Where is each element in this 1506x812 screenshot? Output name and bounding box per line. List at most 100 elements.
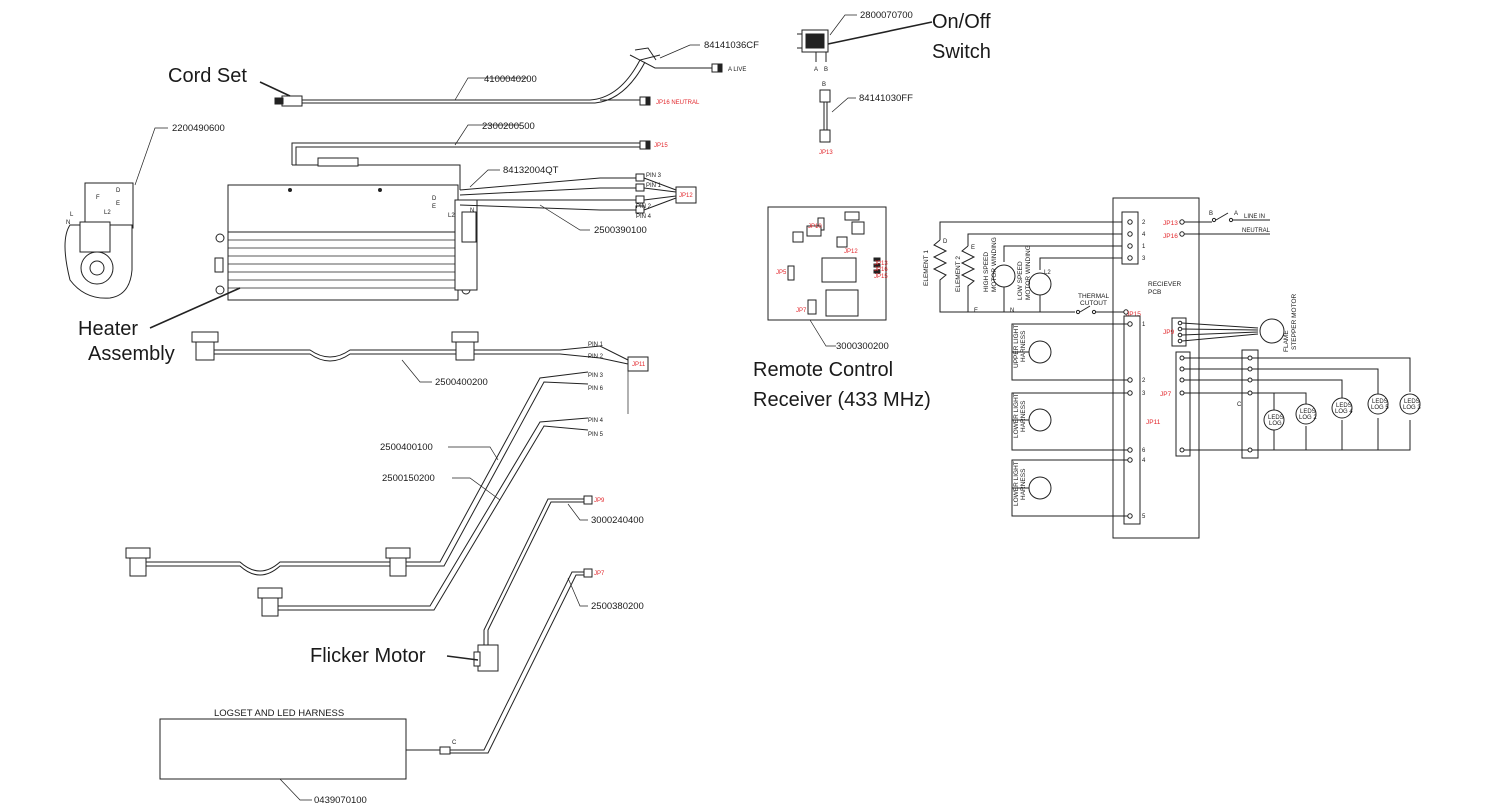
tag-c-logset: C: [452, 740, 457, 746]
sch-switch-a: A: [1234, 211, 1238, 217]
sch-tag-n: N: [1010, 308, 1014, 314]
lh-pin4: PIN 4: [588, 418, 604, 424]
heater-tag-l2: L2: [448, 213, 455, 219]
part-0439070100: 0439070100: [314, 795, 367, 806]
part-2500400100: 2500400100: [380, 442, 433, 453]
sch-tag-d: D: [943, 239, 948, 245]
tag-jp16-neutral: JP16 NEUTRAL: [656, 100, 700, 106]
heater-pin1: PIN 1: [646, 183, 662, 189]
cord-set: Cord Set 4100040200 84141036CF A LIVE JP…: [168, 40, 759, 107]
sch-thermal: THERMAL: [1078, 293, 1109, 300]
sch-log2: LOG 2: [1299, 415, 1317, 421]
sch-flame: FLAME: [1283, 330, 1290, 352]
sch-log5: LOG 5: [1371, 405, 1389, 411]
sch-jp13: JP13: [1163, 220, 1178, 227]
tag-n: N: [66, 220, 70, 226]
tag-l2: L2: [104, 210, 111, 216]
part-2500380200: 2500380200: [591, 601, 644, 612]
sch-jp11: JP11: [1146, 419, 1161, 426]
flicker-motor-harness: JP9 3000240400 Flicker Motor: [310, 495, 644, 672]
part-2500150200: 2500150200: [382, 473, 435, 484]
sch-leds-3: LEDS: [1336, 403, 1352, 409]
sch-stepper: STEPPER MOTOR: [1291, 293, 1298, 350]
part-84141030FF: 84141030FF: [859, 93, 913, 104]
tag-e: E: [116, 201, 120, 207]
tag-f: F: [96, 195, 100, 201]
sch-leds-1: LEDS: [1268, 415, 1284, 421]
part-4100040200: 4100040200: [484, 74, 537, 85]
sch-pin-3a: 3: [1142, 256, 1146, 262]
tag-jp12: JP12: [679, 193, 693, 199]
part-2500390100: 2500390100: [594, 225, 647, 236]
sch-lower-harness-1: HARNESS: [1020, 400, 1027, 432]
part-2200490600: 2200490600: [172, 123, 225, 134]
sch-pin-1a: 1: [1142, 244, 1146, 250]
tag-a-live: A LIVE: [728, 67, 746, 73]
heater-tag-d: D: [432, 196, 437, 202]
sch-upper-harness: HARNESS: [1020, 330, 1027, 362]
on-off-switch: A B 2800070700 On/Off Switch B JP13 8414…: [797, 10, 991, 156]
lh-pin3: PIN 3: [588, 373, 604, 379]
part-84132004QT: 84132004QT: [503, 165, 559, 176]
sch-tag-e: E: [971, 245, 975, 251]
on-off-label-2: Switch: [932, 41, 991, 63]
sch-high-speed-2: MOTOR WINDING: [991, 237, 998, 292]
sch-leds-4: LEDS: [1372, 399, 1388, 405]
sch-switch-b: B: [1209, 211, 1213, 217]
schematic: RECIEVER PCB 2 4 1 3 JP13 JP16 B A LINE …: [923, 197, 1421, 539]
lh-pin1: PIN 1: [588, 342, 604, 348]
sch-jp11-3: 3: [1142, 391, 1146, 397]
sch-pin-4a: 4: [1142, 232, 1146, 238]
tag-jp11: JP11: [632, 362, 646, 368]
heater-pin2: PIN 2: [636, 204, 652, 210]
sch-log3: LOG 3: [1403, 405, 1421, 411]
part-2500400200: 2500400200: [435, 377, 488, 388]
logset-led-harness: LOGSET AND LED HARNESS JP7 C 2500380200 …: [159, 568, 644, 806]
harness-2300200500: JP15 2300200500: [291, 121, 668, 190]
part-2300200500: 2300200500: [482, 121, 535, 132]
part-3000300200: 3000300200: [836, 341, 889, 352]
board-jp7: JP7: [796, 308, 807, 314]
sch-element2: ELEMENT 2: [955, 256, 962, 292]
sch-receiver: RECIEVER: [1148, 281, 1182, 288]
sch-lower-light-2: LOWER LIGHT: [1013, 461, 1020, 506]
cord-set-label: Cord Set: [168, 65, 247, 87]
sch-pin-2a: 2: [1142, 220, 1146, 226]
tag-jp9: JP9: [594, 498, 605, 504]
sch-line-in: LINE IN: [1244, 214, 1265, 220]
board-jp5: JP5: [776, 270, 787, 276]
sch-tag-c: C: [1237, 402, 1242, 408]
sch-jp11-5: 5: [1142, 514, 1146, 520]
sch-jp9: JP9: [1163, 329, 1175, 336]
flicker-motor-label: Flicker Motor: [310, 645, 426, 667]
switch-tag-a: A: [814, 67, 818, 73]
sch-lower-harness-2: HARNESS: [1020, 468, 1027, 500]
light-harness-2500400200: JP11 PIN 1 PIN 2 PIN 3 PIN 6 PIN 4 PIN 5…: [191, 331, 649, 438]
heater-pin3: PIN 3: [646, 173, 662, 179]
tag-jp13-jumper: JP13: [819, 150, 833, 156]
jumper-tag-b: B: [822, 82, 826, 88]
tag-l: L: [70, 212, 74, 218]
sch-pcb: PCB: [1148, 289, 1161, 296]
board-jp10: JP10: [808, 224, 822, 230]
sch-lower-light-1: LOWER LIGHT: [1013, 393, 1020, 438]
sch-jp15: JP15: [1126, 311, 1141, 318]
sch-leds-5: LEDS: [1404, 399, 1420, 405]
sch-neutral: NEUTRAL: [1242, 228, 1271, 234]
sch-upper-light: UPPER LIGHT: [1013, 325, 1020, 368]
sch-jp11-6: 6: [1142, 448, 1146, 454]
sch-log: LOG: [1269, 421, 1282, 427]
sch-leds-2: LEDS: [1300, 409, 1316, 415]
lh-pin2: PIN 2: [588, 354, 604, 360]
part-3000240400: 3000240400: [591, 515, 644, 526]
sch-jp7: JP7: [1160, 391, 1172, 398]
tag-d: D: [116, 188, 121, 194]
sch-cutout: CUTOUT: [1080, 300, 1107, 307]
tag-jp15-top: JP15: [654, 143, 668, 149]
sch-low-speed: LOW SPEED: [1017, 261, 1024, 300]
heater-label-1: Heater: [78, 318, 138, 340]
part-2800070700: 2800070700: [860, 10, 913, 21]
sch-tag-e2: E: [974, 308, 978, 314]
board-jp16: JP16: [874, 267, 888, 273]
heater-label-2: Assembly: [88, 343, 175, 365]
